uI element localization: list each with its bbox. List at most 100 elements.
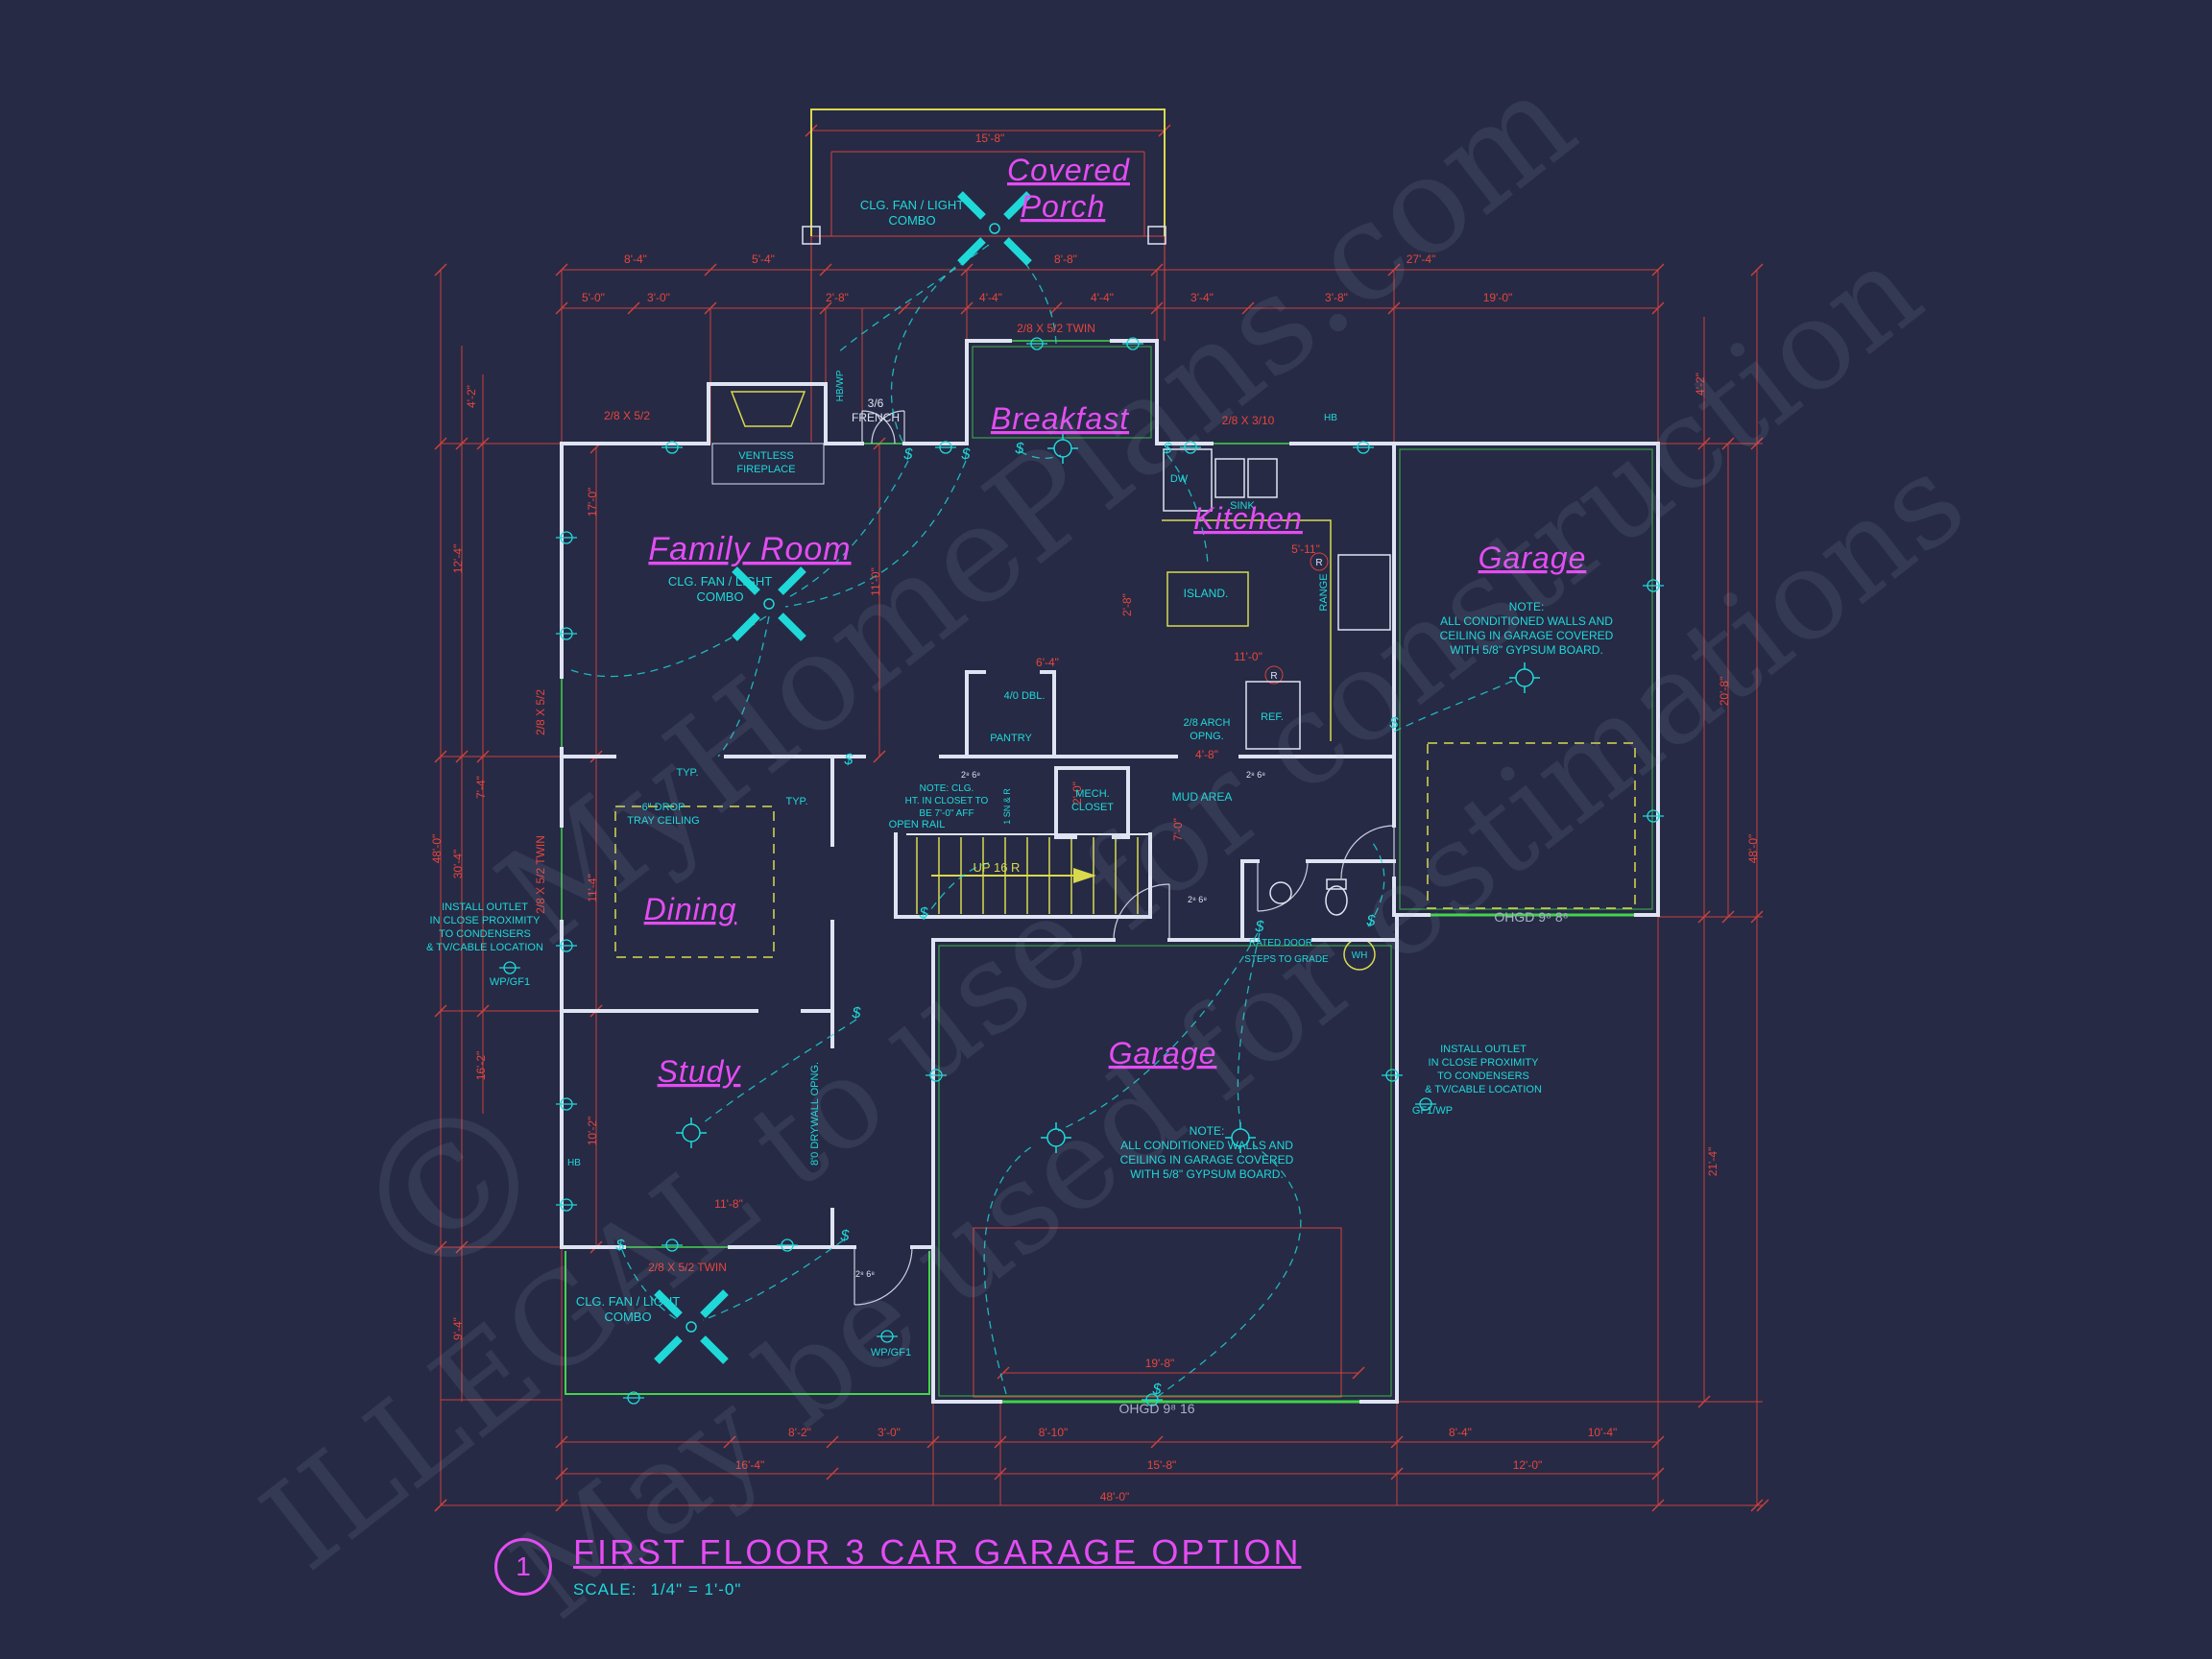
room-label: Study xyxy=(658,1054,742,1089)
dim-label: 4'-8" xyxy=(1195,748,1218,761)
note-label: UP 16 R xyxy=(974,860,1021,875)
dim-label: 3'-8" xyxy=(1325,291,1348,304)
switch-icon: $ xyxy=(852,1005,862,1022)
room-label: Garage xyxy=(1109,1036,1217,1070)
ceiling-fan-icon xyxy=(960,194,1029,263)
dim-tick xyxy=(1750,1499,1764,1512)
dim-tick xyxy=(434,1499,447,1512)
switch-icon: $ xyxy=(1163,441,1173,457)
dim-tick xyxy=(704,301,717,315)
dim-label: 11'-4" xyxy=(586,874,599,902)
switch-icon: $ xyxy=(844,752,854,768)
wiring-arc xyxy=(702,1239,844,1321)
dim-tick xyxy=(1756,1499,1769,1512)
switch-icon: $ xyxy=(903,446,914,463)
outlet-icon xyxy=(1642,809,1665,823)
dim-tick xyxy=(1150,263,1164,276)
dim-label: 2'-0" xyxy=(1070,781,1084,805)
outlet-icon xyxy=(925,1069,948,1082)
dim-label: 4'-2" xyxy=(1694,373,1707,396)
dim-tick xyxy=(1651,263,1665,276)
dim-label: 8'-4" xyxy=(624,252,647,266)
dim-label: 10'-2" xyxy=(586,1117,599,1146)
dim-label: 7'-4" xyxy=(474,776,488,799)
dim-label: 9'-4" xyxy=(451,1317,465,1340)
dim-tick xyxy=(476,750,490,763)
wiring-arc xyxy=(1237,932,1261,1126)
note-label: STEPS TO GRADE xyxy=(1244,954,1329,965)
dim-tick xyxy=(1721,437,1735,450)
note-label: WP/GF1 xyxy=(871,1347,911,1358)
dim-tick xyxy=(434,263,447,276)
wiring-arc xyxy=(890,247,982,443)
dim-tick xyxy=(455,437,469,450)
dim-label: 16'-2" xyxy=(474,1051,488,1081)
yellow-layer xyxy=(614,108,1636,971)
dim-tick xyxy=(1697,1395,1711,1408)
note-label: MUD AREA xyxy=(1172,790,1233,804)
dim-label: 3'-4" xyxy=(1190,291,1214,304)
symbols-layer: $$$$$$$$$$$$$ xyxy=(498,194,1665,1407)
outlet-icon xyxy=(555,1198,578,1212)
switch-icon: $ xyxy=(1152,1382,1163,1398)
switch-icon: $ xyxy=(1389,715,1400,732)
dim-tick xyxy=(455,750,469,763)
outlet-icon xyxy=(555,531,578,544)
dim-label: 19'-8" xyxy=(1145,1357,1175,1370)
outlet-icon xyxy=(1025,337,1048,350)
outlet-icon xyxy=(1381,1069,1404,1082)
scale-value: 1/4" = 1'-0" xyxy=(650,1580,742,1599)
dims-text-layer: 15'-8"8'-4"5'-4"8'-8"27'-4"5'-0"3'-0"2'-… xyxy=(430,132,1760,1503)
dim-tick xyxy=(1697,437,1711,450)
wiring-arc xyxy=(702,1019,857,1124)
room-label: Family Room xyxy=(648,531,851,567)
dim-tick xyxy=(819,301,832,315)
dim-label: 5'-0" xyxy=(582,291,605,304)
dim-label: 19'-0" xyxy=(1483,291,1513,304)
dim-tick xyxy=(1697,910,1711,924)
wiring-arc xyxy=(1156,1143,1302,1398)
switch-icon: $ xyxy=(615,1238,626,1254)
switch-icon: $ xyxy=(919,905,929,922)
note-label: HB xyxy=(567,1158,581,1168)
dim-tick xyxy=(555,263,568,276)
dim-tick xyxy=(1390,1467,1404,1480)
note-label: 2/8 X 5/2 TWIN xyxy=(1017,322,1095,335)
dim-tick xyxy=(476,437,490,450)
dim-tick xyxy=(997,1366,1010,1380)
dim-label: 12'-4" xyxy=(451,544,465,574)
dim-label: 8'-10" xyxy=(1039,1426,1069,1439)
dim-tick xyxy=(819,263,832,276)
dim-tick xyxy=(555,1435,568,1449)
room-label: Covered xyxy=(1007,153,1130,187)
outlet-icon xyxy=(776,1238,799,1252)
title-block: 1 FIRST FLOOR 3 CAR GARAGE OPTION SCALE:… xyxy=(494,1532,1301,1599)
dim-tick xyxy=(1750,263,1764,276)
note-label: DW xyxy=(1170,473,1189,485)
note-label: 2⁸ 6⁸ xyxy=(855,1269,875,1279)
switch-icon: $ xyxy=(961,446,972,463)
dim-label: 2'-8" xyxy=(826,291,849,304)
dim-label: 27'-4" xyxy=(1407,252,1436,266)
outlet-icon xyxy=(555,939,578,952)
dim-label: 30'-4" xyxy=(451,850,465,879)
dim-tick xyxy=(1387,301,1401,315)
dim-tick xyxy=(1651,1435,1665,1449)
dim-label: 15'-8" xyxy=(1147,1458,1177,1472)
dim-tick xyxy=(960,301,974,315)
dim-label: 7'-0" xyxy=(1171,818,1185,841)
switch-icon: $ xyxy=(840,1228,851,1244)
outlet-icon xyxy=(1642,579,1665,592)
note-label: 2/8 X 5/2 xyxy=(534,689,547,735)
wiring-arc xyxy=(570,615,767,678)
dim-tick xyxy=(994,1435,1007,1449)
dim-tick xyxy=(555,301,568,315)
